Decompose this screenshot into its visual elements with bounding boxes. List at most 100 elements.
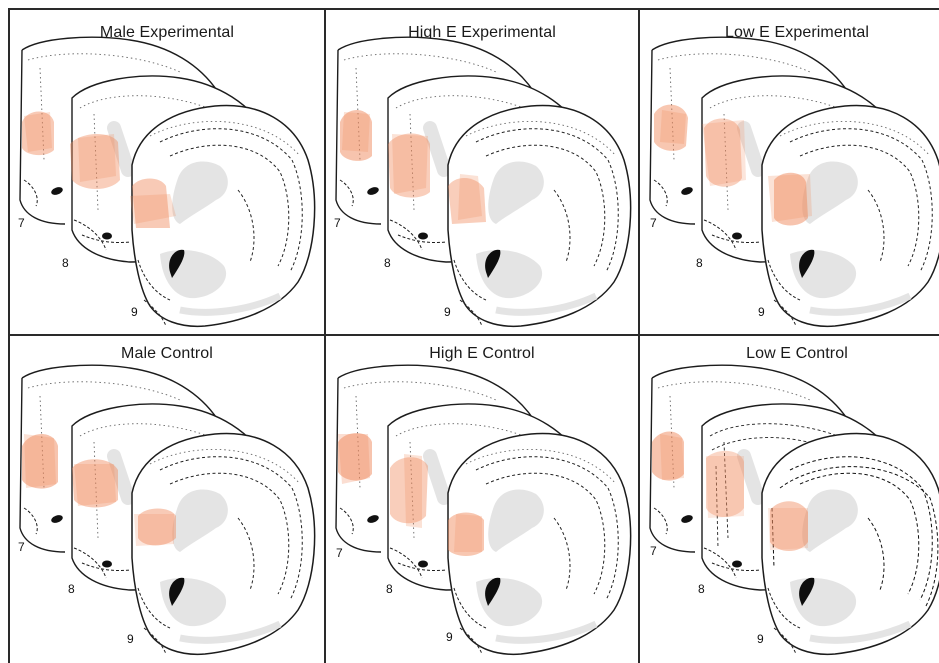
lesion-overlay: [24, 112, 52, 152]
section-9-ventricle: [169, 577, 185, 606]
section-9-cortex-line-2: [799, 472, 920, 595]
lesion-overlay: [448, 512, 484, 556]
section-8-ventricle: [102, 232, 112, 240]
section-9-striatum: [488, 161, 544, 224]
section-number-8: 8: [62, 256, 69, 270]
divider-horizontal: [8, 334, 939, 336]
section-number-9: 9: [127, 632, 134, 646]
lesion-overlay: [774, 172, 808, 226]
section-9-tract: [809, 620, 912, 644]
lesion-overlays: [654, 104, 812, 226]
lesion-overlay: [660, 434, 684, 480]
panel-title: High E Control: [429, 345, 535, 362]
section-8-vertical-line-2: [715, 465, 719, 549]
section-7-layer-line: [27, 53, 181, 73]
section-9-cortex-line-4: [771, 507, 775, 569]
section-8-ventricle: [102, 560, 112, 568]
section-9-lower-dashes: [453, 259, 487, 327]
section-7-ventricle: [367, 187, 379, 195]
lesion-overlays: [340, 110, 486, 224]
lesion-overlay: [404, 454, 422, 528]
section-8-gray-region: [107, 121, 135, 177]
sections-group: [335, 364, 632, 656]
section-number-7: 7: [336, 546, 343, 560]
lesion-overlays: [22, 111, 176, 228]
section-7-ventricle: [681, 515, 693, 523]
lesion-overlay: [702, 120, 746, 186]
lesion-overlay: [340, 110, 372, 161]
section-9-cortex-line-1: [159, 456, 303, 601]
section-number-9: 9: [757, 632, 764, 646]
section-8-ventricle: [418, 560, 428, 568]
panel-title: Male Control: [121, 345, 213, 362]
panel-male-control: Male Control 7 8 9: [10, 336, 324, 663]
section-9-hippocampus-line: [867, 189, 885, 263]
section-8-gray-region: [737, 449, 765, 505]
lesion-overlay: [660, 110, 686, 144]
section-9-cortex-line-1: [159, 128, 303, 273]
sections-group: [649, 364, 939, 656]
lesion-overlay: [22, 434, 58, 489]
section-9-hippocampus-line: [553, 517, 571, 591]
section-8-gray-region: [107, 449, 135, 505]
section-number-9: 9: [446, 630, 453, 644]
lesion-overlay: [652, 431, 684, 481]
lesion-overlay: [654, 104, 688, 151]
section-9-tract: [179, 620, 282, 644]
section-9-ventricle: [799, 249, 815, 278]
lesion-overlay: [768, 174, 812, 222]
lesion-overlay: [768, 508, 808, 550]
lesion-overlay: [454, 514, 482, 552]
sections-group: [19, 36, 316, 328]
section-9-striatum: [802, 161, 858, 224]
section-number-8: 8: [698, 582, 705, 596]
lesion-overlay: [78, 134, 116, 182]
brain-sections-drawing: [19, 364, 316, 656]
section-7-side: [335, 49, 382, 225]
section-8-dashes: [703, 547, 761, 579]
section-number-9: 9: [444, 305, 451, 319]
frame-top: [8, 8, 939, 10]
section-number-8: 8: [696, 256, 703, 270]
section-8-gray-region: [737, 121, 765, 177]
section-7-dashes: [23, 179, 38, 207]
section-9-striatum: [172, 489, 228, 552]
section-9-cortex-line-1: [475, 456, 619, 601]
lesion-overlay: [70, 133, 120, 189]
section-number-8: 8: [386, 582, 393, 596]
section-7-side: [335, 377, 382, 553]
section-8-dashes: [73, 547, 131, 579]
section-number-9: 9: [131, 305, 138, 319]
lesion-overlay: [706, 450, 744, 517]
brain-sections-drawing: [19, 36, 316, 328]
section-9-lower-dashes: [137, 259, 171, 327]
section-number-8: 8: [384, 256, 391, 270]
section-7-layer-line: [27, 381, 181, 401]
panel-title: Male Experimental: [99, 24, 235, 41]
section-9-ventricle: [799, 577, 815, 606]
brain-sections-drawing: [335, 36, 632, 328]
lesion-overlay: [342, 112, 370, 152]
section-9-ventricle: [169, 249, 185, 278]
section-number-7: 7: [650, 216, 657, 230]
section-7-dashes: [339, 179, 354, 207]
lesion-overlays: [22, 434, 176, 546]
section-9-tract: [809, 292, 912, 316]
section-9-hippocampus-line: [553, 189, 571, 263]
lesion-overlay: [72, 459, 118, 508]
brain-sections-drawing: [335, 364, 632, 656]
section-7-vertical-line: [39, 67, 45, 161]
section-7-dashes: [23, 507, 38, 535]
section-9-cortex-line-1: [789, 128, 933, 273]
section-number-7: 7: [334, 216, 341, 230]
section-7-side: [649, 49, 696, 225]
section-9-tract: [495, 620, 598, 644]
lesion-overlay: [338, 434, 370, 484]
section-8-ventricle: [732, 560, 742, 568]
section-9-striatum: [172, 161, 228, 224]
lesion-overlay: [24, 434, 56, 488]
section-7-vertical-line: [669, 67, 675, 161]
lesion-overlay: [458, 174, 482, 220]
lesion-overlay: [390, 457, 428, 524]
